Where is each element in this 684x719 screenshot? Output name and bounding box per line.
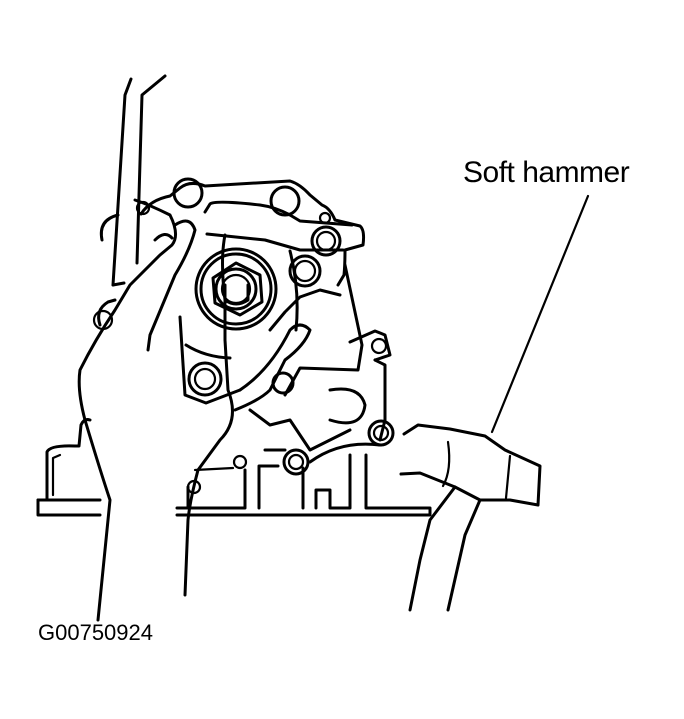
figure-id: G00750924: [38, 620, 153, 645]
callout-label-soft-hammer: Soft hammer: [463, 156, 630, 189]
hand: [77, 198, 312, 622]
callout-leader-line: [490, 194, 590, 434]
oil-pump-body: [92, 177, 395, 476]
engine-block: [36, 418, 432, 517]
soft-hammer: [399, 423, 542, 612]
pry-bar: [111, 74, 167, 287]
